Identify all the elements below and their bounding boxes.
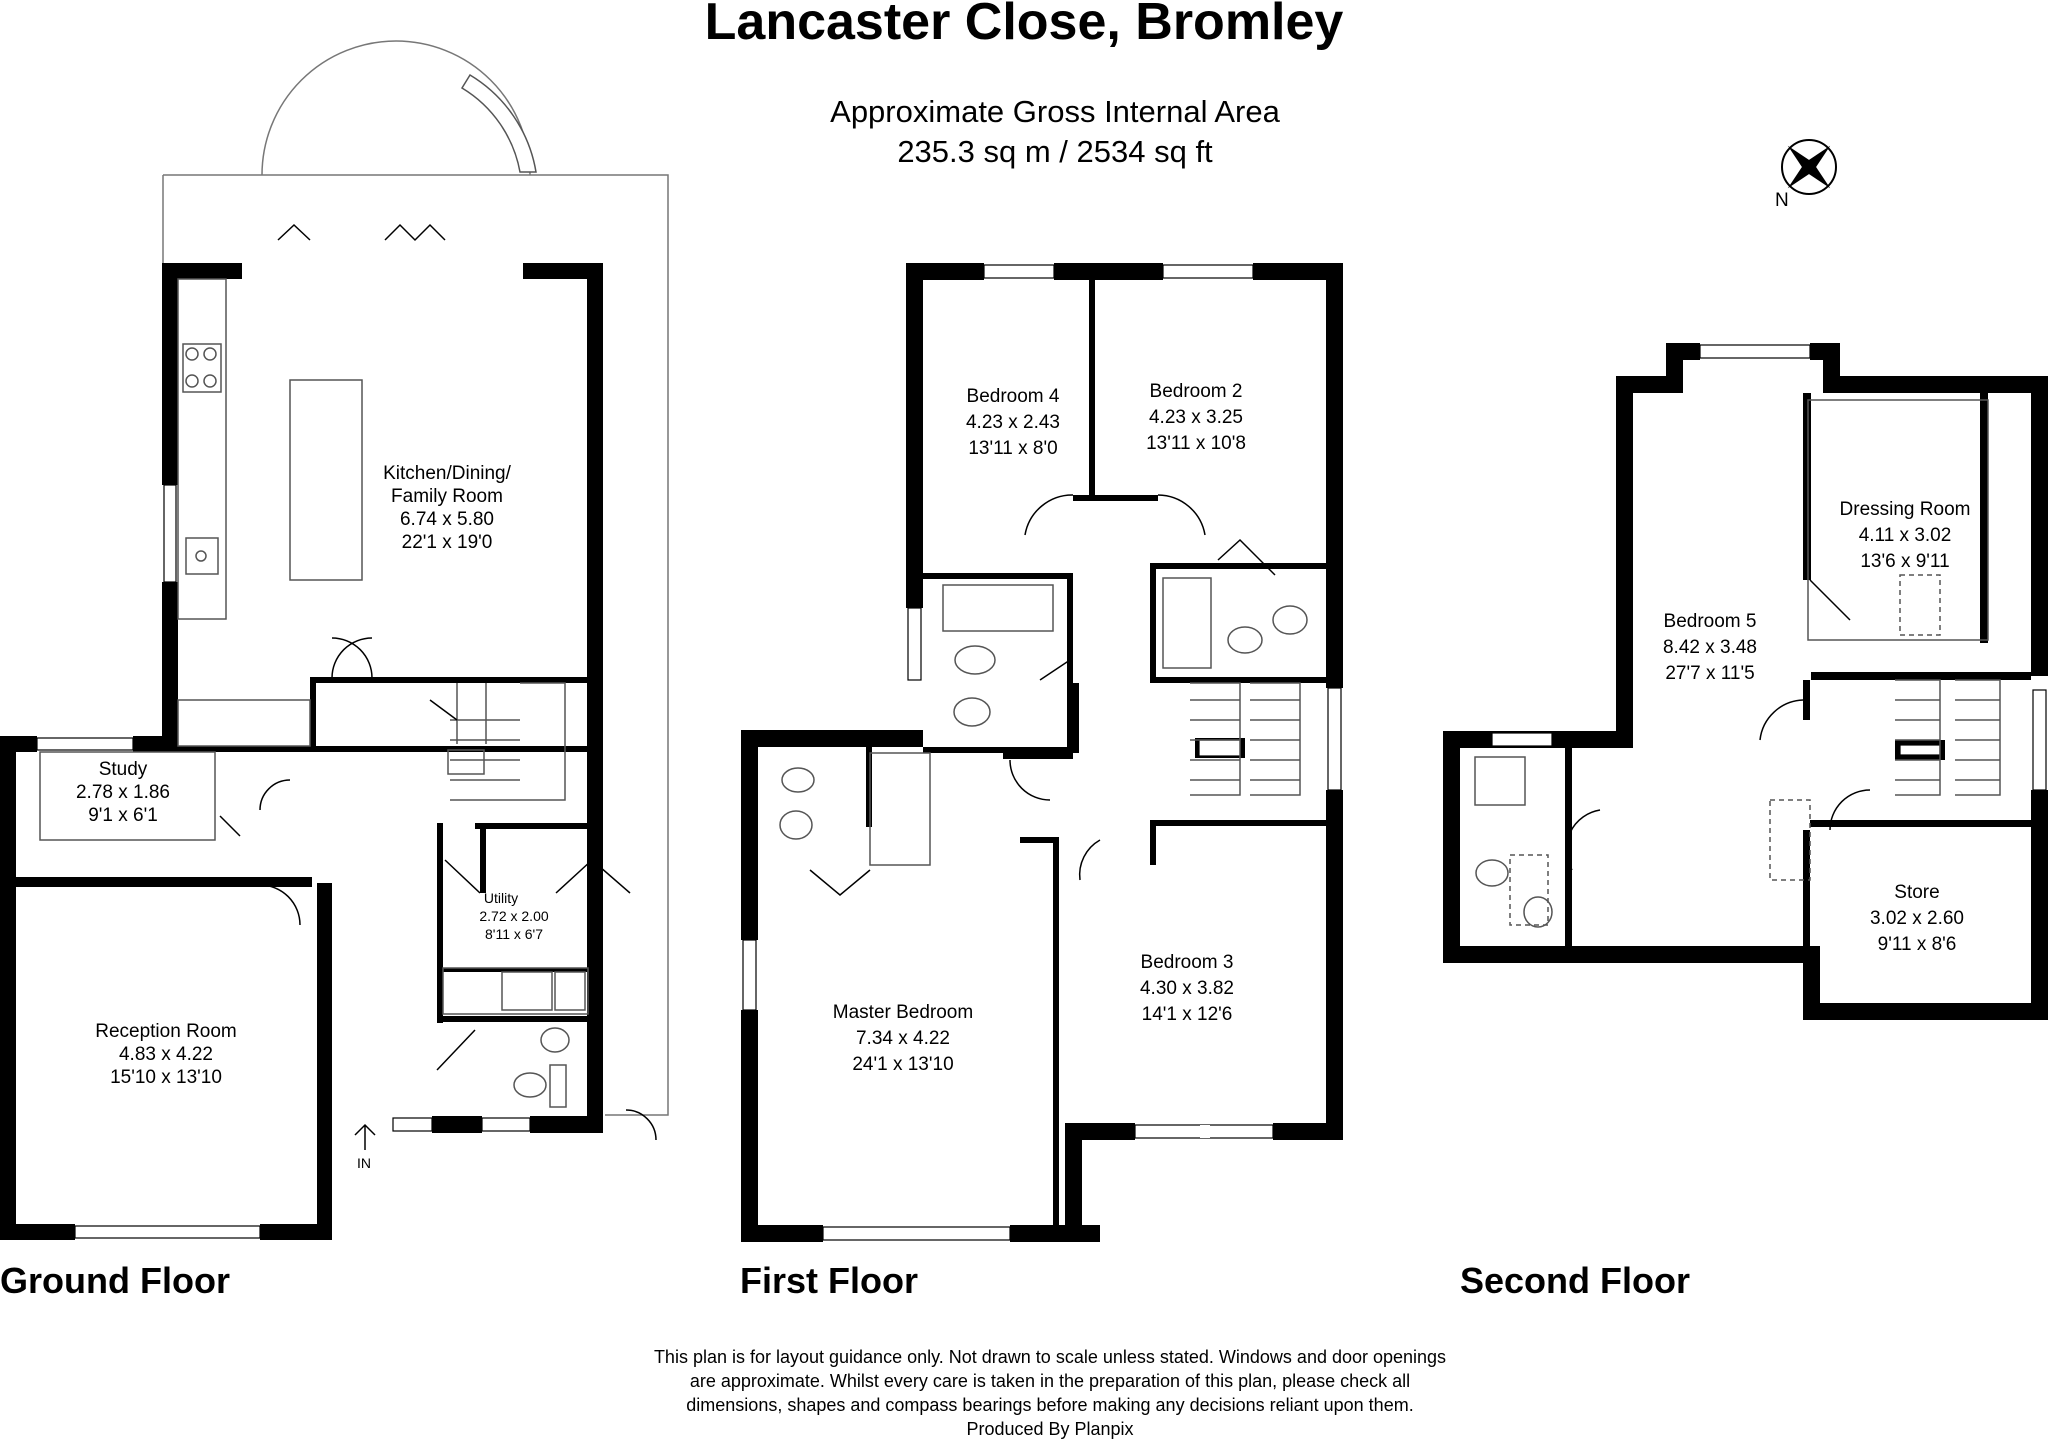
disclaimer-line-2: are approximate. Whilst every care is ta…	[689, 1371, 1411, 1391]
reception-imperial: 15'10 x 13'10	[110, 1067, 222, 1088]
utility-imperial: 8'11 x 6'7	[485, 926, 543, 942]
bedroom5-name: Bedroom 5	[1664, 611, 1757, 632]
ground-floor-label: Ground Floor	[0, 1260, 230, 1301]
bedroom4-name: Bedroom 4	[967, 386, 1060, 407]
second-floor-label: Second Floor	[1460, 1260, 1691, 1301]
bedroom3-name: Bedroom 3	[1141, 952, 1234, 973]
store-metric: 3.02 x 2.60	[1870, 908, 1964, 929]
dressing-imperial: 13'6 x 9'11	[1860, 551, 1949, 572]
page-title: Lancaster Close, Bromley	[704, 0, 1344, 51]
bedroom2-imperial: 13'11 x 10'8	[1146, 433, 1246, 454]
utility-metric: 2.72 x 2.00	[479, 908, 548, 924]
master-metric: 7.34 x 4.22	[856, 1028, 950, 1049]
store-imperial: 9'11 x 8'6	[1878, 934, 1957, 955]
compass-icon: N	[1775, 139, 1837, 211]
disclaimer: This plan is for layout guidance only. N…	[560, 1345, 1540, 1441]
area-value: 235.3 sq m / 2534 sq ft	[897, 134, 1213, 169]
entrance-label: IN	[357, 1155, 371, 1171]
kitchen-imperial: 22'1 x 19'0	[402, 532, 493, 553]
bedroom4-imperial: 13'11 x 8'0	[968, 438, 1057, 459]
reception-name: Reception Room	[95, 1021, 237, 1042]
first-floor-plan: Bedroom 4 4.23 x 2.43 13'11 x 8'0 Bedroo…	[741, 263, 1343, 1242]
master-name: Master Bedroom	[833, 1002, 973, 1023]
disclaimer-line-1: This plan is for layout guidance only. N…	[653, 1347, 1447, 1367]
kitchen-name-2: Family Room	[391, 486, 503, 507]
study-imperial: 9'1 x 6'1	[88, 805, 158, 826]
bedroom2-name: Bedroom 2	[1150, 381, 1243, 402]
kitchen-name-1: Kitchen/Dining/	[383, 463, 512, 484]
bedroom4-metric: 4.23 x 2.43	[966, 412, 1060, 433]
bedroom3-metric: 4.30 x 3.82	[1140, 978, 1234, 999]
study-name: Study	[99, 759, 148, 780]
store-name: Store	[1894, 882, 1939, 903]
first-floor-label: First Floor	[740, 1260, 918, 1301]
reception-metric: 4.83 x 4.22	[119, 1044, 213, 1065]
second-floor-plan: Bedroom 5 8.42 x 3.48 27'7 x 11'5 Dressi…	[1443, 343, 2048, 1020]
disclaimer-line-3: dimensions, shapes and compass bearings …	[686, 1395, 1414, 1415]
disclaimer-line-4: Produced By Planpix	[966, 1419, 1134, 1439]
dressing-metric: 4.11 x 3.02	[1859, 525, 1952, 546]
dressing-name: Dressing Room	[1840, 499, 1971, 520]
area-label: Approximate Gross Internal Area	[830, 94, 1280, 129]
bedroom5-imperial: 27'7 x 11'5	[1665, 663, 1754, 684]
master-imperial: 24'1 x 13'10	[852, 1054, 953, 1075]
bedroom5-metric: 8.42 x 3.48	[1663, 637, 1757, 658]
utility-name: Utility	[484, 890, 518, 906]
bedroom3-imperial: 14'1 x 12'6	[1142, 1004, 1233, 1025]
kitchen-metric: 6.74 x 5.80	[400, 509, 494, 530]
ground-floor-plan: IN Kitchen/Dining/ Family Room 6.74 x 5.…	[0, 40, 669, 1240]
bedroom2-metric: 4.23 x 3.25	[1149, 407, 1243, 428]
compass-north-label: N	[1775, 190, 1789, 211]
study-metric: 2.78 x 1.86	[76, 782, 170, 803]
